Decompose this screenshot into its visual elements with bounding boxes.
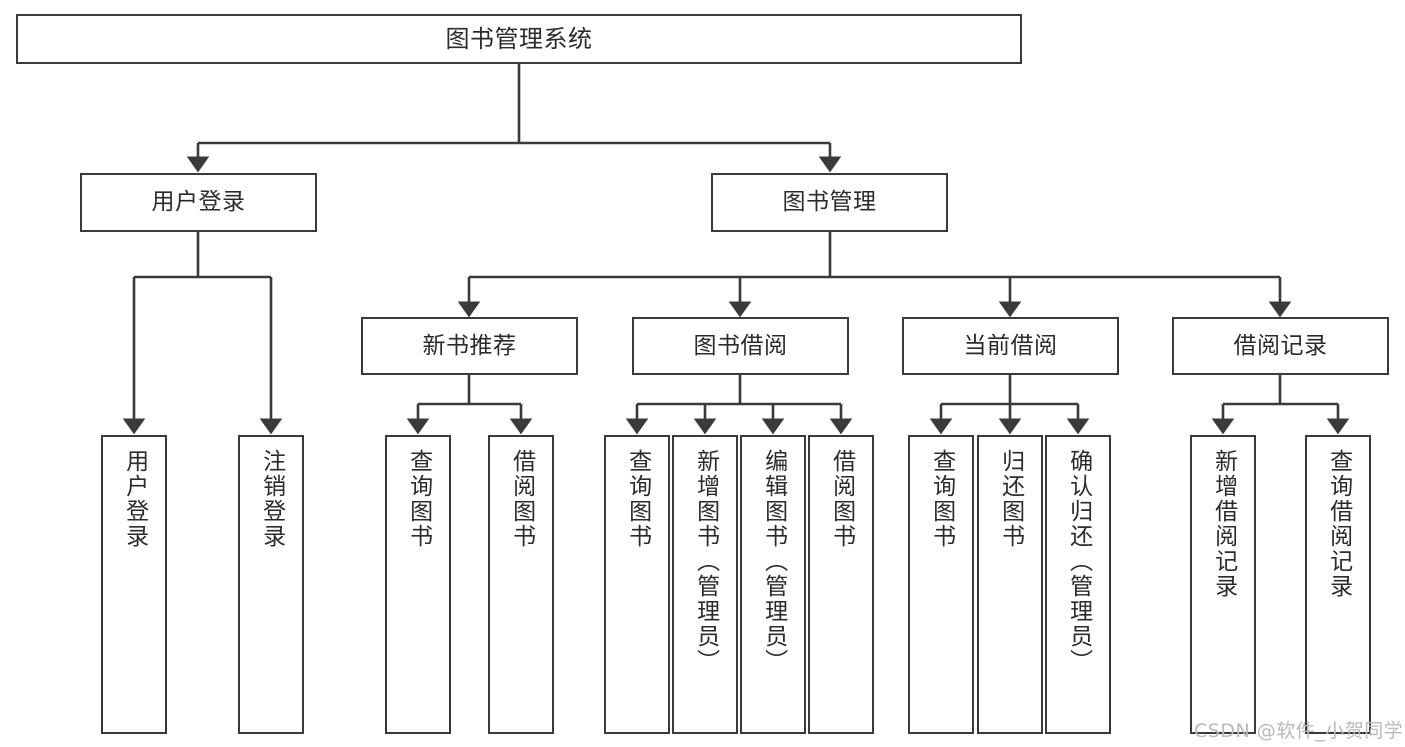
leaf-borrow-book-recommend[interactable]: 借阅图书 — [488, 435, 554, 734]
node-new-book-recommend[interactable]: 新书推荐 — [361, 317, 578, 375]
leaf-confirm-return-admin[interactable]: 确认归还（管理员） — [1045, 435, 1111, 734]
leaf-logout-login[interactable]: 注销登录 — [238, 435, 304, 734]
node-label: 查询图书 — [624, 449, 651, 549]
node-label: 图书管理系统 — [445, 25, 593, 53]
node-label: 借阅图书 — [508, 449, 535, 549]
node-book-borrow[interactable]: 图书借阅 — [632, 317, 849, 375]
node-label: 用户登录 — [121, 449, 148, 549]
leaf-user-login[interactable]: 用户登录 — [101, 435, 167, 734]
node-label: 新增图书（管理员） — [692, 449, 719, 674]
leaf-return-book[interactable]: 归还图书 — [977, 435, 1043, 734]
leaf-query-book-recommend[interactable]: 查询图书 — [385, 435, 451, 734]
node-root-system[interactable]: 图书管理系统 — [16, 14, 1022, 64]
node-label: 当前借阅 — [963, 332, 1058, 359]
node-label: 查询图书 — [405, 449, 432, 549]
csdn-watermark: CSDN @软件_小贺同学 — [1194, 720, 1404, 742]
node-label: 用户登录 — [151, 189, 246, 215]
node-label: 借阅记录 — [1233, 332, 1328, 359]
leaf-query-borrow-record[interactable]: 查询借阅记录 — [1305, 435, 1371, 734]
node-label: 编辑图书（管理员） — [760, 449, 787, 674]
leaf-borrow-book[interactable]: 借阅图书 — [808, 435, 874, 734]
leaf-add-borrow-record[interactable]: 新增借阅记录 — [1190, 435, 1256, 734]
node-label: 图书管理 — [782, 189, 877, 215]
node-label: 确认归还（管理员） — [1065, 449, 1092, 674]
node-label: 查询图书 — [928, 449, 955, 549]
node-label: 借阅图书 — [828, 449, 855, 549]
node-borrow-record[interactable]: 借阅记录 — [1172, 317, 1389, 375]
node-label: 查询借阅记录 — [1325, 449, 1352, 599]
node-label: 新书推荐 — [422, 332, 517, 359]
node-label: 归还图书 — [997, 449, 1024, 549]
leaf-query-book-current[interactable]: 查询图书 — [908, 435, 974, 734]
leaf-add-book-admin[interactable]: 新增图书（管理员） — [672, 435, 738, 734]
leaf-query-book-borrow[interactable]: 查询图书 — [604, 435, 670, 734]
node-user-login[interactable]: 用户登录 — [80, 173, 317, 232]
leaf-edit-book-admin[interactable]: 编辑图书（管理员） — [740, 435, 806, 734]
node-book-management[interactable]: 图书管理 — [711, 173, 948, 232]
node-label: 注销登录 — [258, 449, 285, 549]
node-label: 新增借阅记录 — [1210, 449, 1237, 599]
node-current-borrow[interactable]: 当前借阅 — [902, 317, 1119, 375]
node-label: 图书借阅 — [693, 332, 788, 359]
